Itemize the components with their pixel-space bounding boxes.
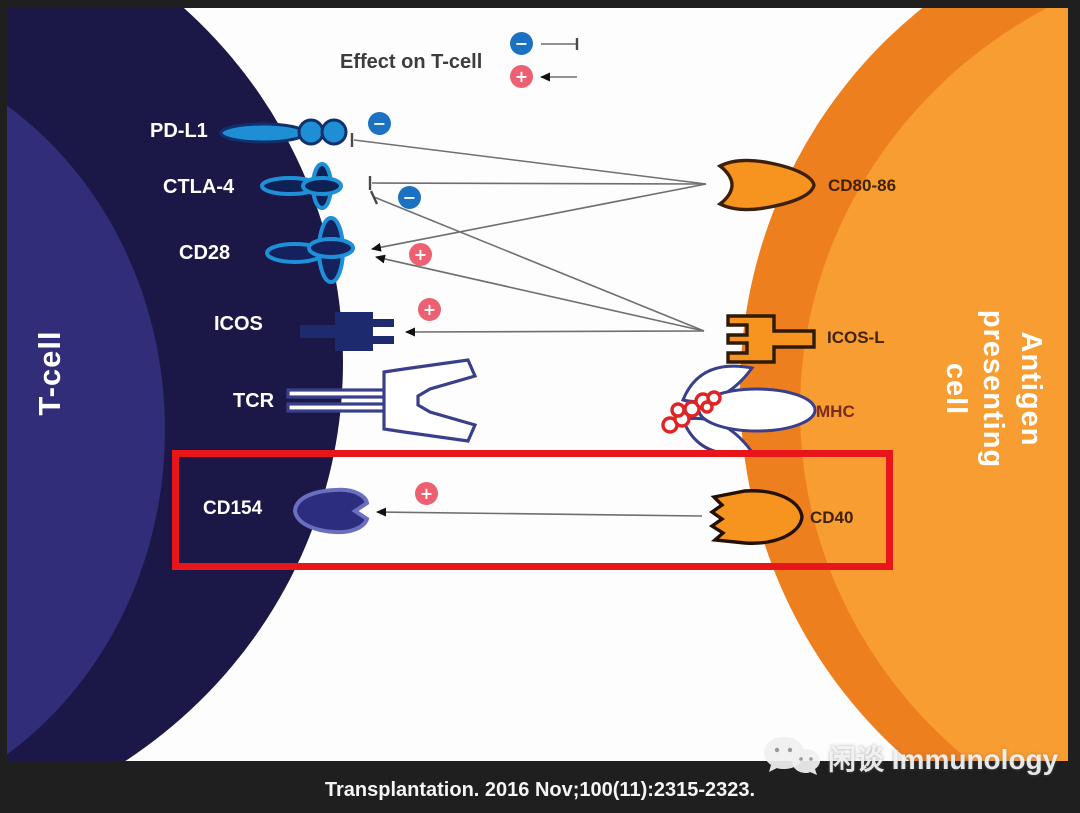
- line-cd40-cd154: [376, 507, 703, 517]
- line-cd80-86-pdl1: [353, 139, 707, 185]
- watermark: 闲谈 Immunology: [762, 735, 1058, 781]
- citation: Transplantation. 2016 Nov;100(11):2315-2…: [324, 779, 756, 801]
- tcr-label: TCR: [233, 390, 275, 412]
- peptide-shape: [661, 390, 722, 434]
- mhc-label: MHC: [816, 402, 855, 421]
- plus-icon: +: [418, 298, 441, 321]
- line-icosl-ctla4: [373, 196, 705, 332]
- plus-icon: +: [510, 65, 533, 88]
- cd80-86-label: CD80-86: [828, 176, 897, 195]
- pd-l1-receptor-shape: [219, 118, 348, 146]
- plus-icon: +: [415, 482, 438, 505]
- plus-icon: +: [409, 243, 432, 266]
- cd28-label: CD28: [179, 242, 231, 264]
- minus-icon: −: [398, 186, 421, 209]
- line-cd80-86-ctla4: [371, 182, 707, 185]
- line-icosl-icos: [405, 327, 705, 337]
- interaction-diagram: [219, 38, 817, 545]
- cd154-label: CD154: [203, 498, 263, 519]
- cd40-label: CD40: [810, 508, 854, 527]
- pd-l1-label: PD-L1: [150, 120, 208, 142]
- cd154-cd40-highlight-box: [172, 450, 893, 570]
- line-icosl-cd28: [375, 254, 705, 332]
- icos-receptor-shape: [300, 312, 394, 351]
- mhc-molecule-shape: [661, 364, 817, 456]
- minus-icon: −: [368, 112, 391, 135]
- ctla-4-label: CTLA-4: [163, 176, 235, 198]
- minus-icon: −: [510, 32, 533, 55]
- legend-title: Effect on T-cell: [340, 51, 483, 73]
- inhibition-tbars: [350, 133, 379, 205]
- cd80-86-ligand-shape: [716, 158, 816, 212]
- cd40-ligand-shape: [708, 489, 804, 545]
- cd28-receptor-shape: [265, 216, 355, 284]
- icos-l-ligand-shape: [726, 314, 816, 364]
- ctla-4-receptor-shape: [260, 162, 343, 210]
- icos-label: ICOS: [214, 313, 263, 335]
- cd154-receptor-shape: [292, 487, 370, 535]
- interaction-lines: [350, 133, 707, 517]
- icos-l-label: ICOS-L: [827, 328, 885, 347]
- tcr-receptor-shape: [286, 358, 478, 443]
- watermark-text: 闲谈 Immunology: [828, 744, 1059, 775]
- legend-keys: [540, 38, 579, 82]
- line-cd80-86-cd28: [371, 183, 707, 252]
- wechat-icon: [764, 737, 820, 775]
